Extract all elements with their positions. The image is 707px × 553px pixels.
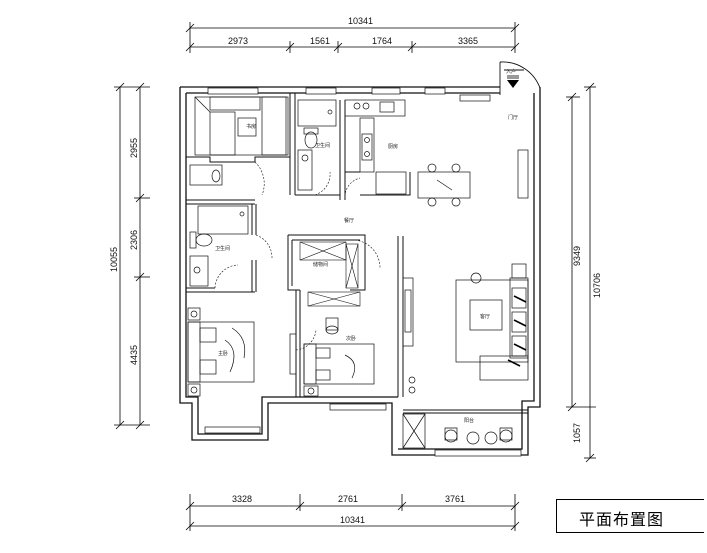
living-room-furniture — [402, 263, 529, 394]
bottom-dimension-2: 2761 — [338, 494, 358, 504]
entrance-arrow-lines — [507, 75, 519, 79]
title-block: 平面布置图 — [556, 499, 704, 533]
restaurant-sign: 门厅 — [508, 114, 518, 121]
lower-toilet-fixtures — [189, 205, 249, 287]
left-dimension-1: 2955 — [129, 138, 139, 158]
upper-toilet-label: 卫生间 — [315, 142, 330, 149]
top-dimension-2: 1561 — [310, 36, 330, 46]
bottom-total-dimension: 10341 — [340, 515, 365, 525]
bottom-windows — [204, 403, 522, 457]
kitchen-fixtures — [344, 99, 407, 195]
dining-table — [417, 163, 471, 207]
bottom-dimension-3: 3761 — [445, 494, 465, 504]
top-dimension-4: 3365 — [458, 36, 478, 46]
left-dimension-chain — [114, 82, 150, 430]
right-bottom-dimension: 1057 — [572, 423, 582, 443]
balcony-furniture — [402, 413, 513, 449]
top-dimension-chain — [185, 22, 520, 53]
drawing-title: 平面布置图 — [579, 510, 665, 529]
study-furniture — [189, 96, 289, 186]
upper-toilet-fixtures — [297, 99, 337, 191]
dining-label: 餐厅 — [344, 217, 354, 224]
left-total-dimension: 10055 — [109, 247, 119, 272]
left-dimension-2: 2306 — [129, 230, 139, 250]
bottom-dimension-chain — [185, 494, 520, 531]
kitchen-label: 厨房 — [388, 143, 398, 150]
entrance-door — [499, 61, 541, 95]
storage-label: 储物间 — [313, 261, 328, 268]
master-bedroom-furniture — [187, 307, 297, 397]
balcony-label: 阳台 — [464, 417, 474, 424]
second-bedroom-furniture — [303, 317, 375, 397]
top-windows — [207, 87, 491, 102]
right-total-dimension: 10706 — [592, 273, 602, 298]
right-inner-dimension: 9349 — [572, 246, 582, 266]
lower-toilet-label: 卫生间 — [215, 245, 230, 252]
interior-walls — [186, 93, 528, 414]
storage-cabinets — [299, 241, 361, 307]
top-total-dimension: 10341 — [348, 16, 373, 26]
left-dimension-3: 4435 — [129, 345, 139, 365]
right-dimension-chain — [566, 82, 596, 463]
second-bedroom-label: 次卧 — [346, 335, 356, 342]
study-label: 书房 — [246, 123, 256, 130]
door-swings — [214, 161, 381, 351]
bottom-dimension-1: 3328 — [232, 494, 252, 504]
living-label: 客厅 — [480, 313, 490, 320]
top-dimension-3: 1764 — [372, 36, 392, 46]
entrance-arrow-icon — [507, 80, 519, 88]
top-dimension-1: 2973 — [228, 36, 248, 46]
shoe-cabinet — [517, 149, 529, 199]
entrance-label: 入户 — [506, 68, 516, 75]
master-bedroom-label: 主卧 — [218, 350, 228, 357]
sofa-cushions — [507, 295, 527, 367]
